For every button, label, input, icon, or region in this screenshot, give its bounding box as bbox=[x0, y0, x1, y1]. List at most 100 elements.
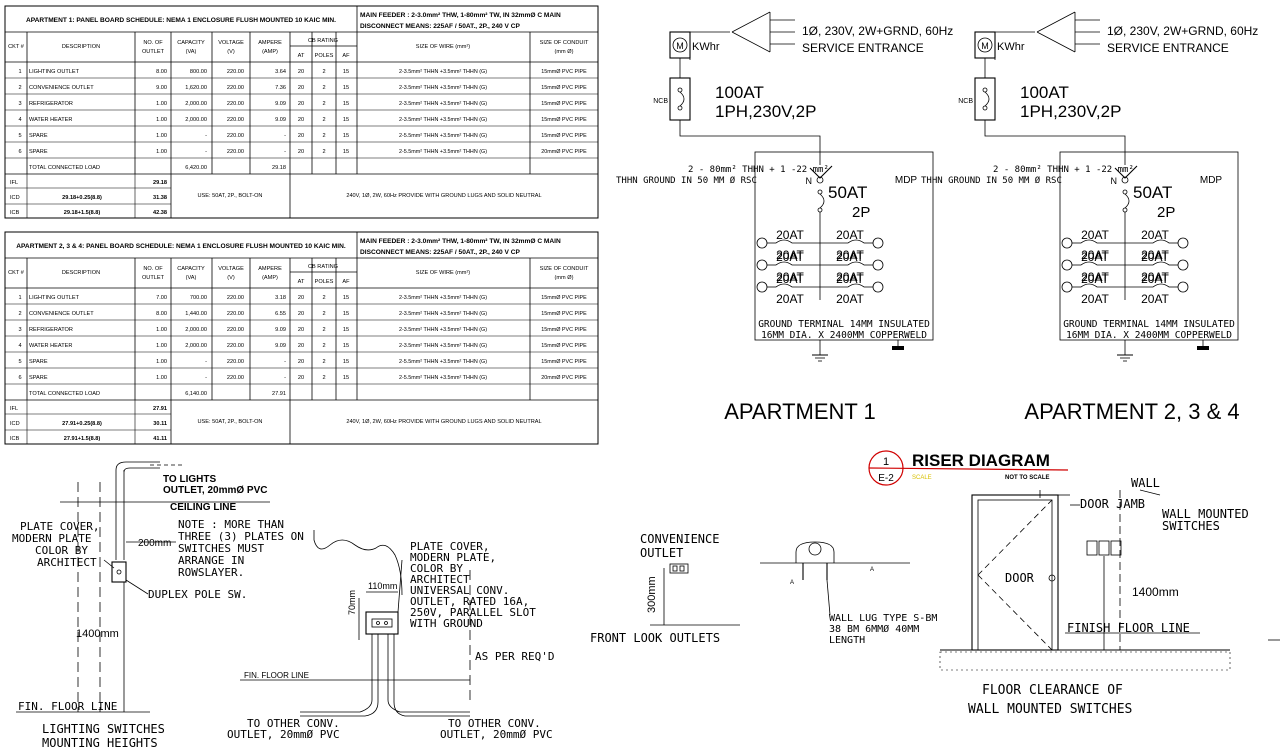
row-ampere: 3.18 bbox=[275, 295, 286, 301]
plates-note-5: ROWSLAYER. bbox=[178, 566, 244, 579]
lighting-switches-title-1: LIGHTING SWITCHES bbox=[42, 722, 165, 736]
riser-diagram-title-block: 1 E-2 RISER DIAGRAM SCALE NOT TO SCALE bbox=[868, 450, 1069, 486]
row-description: SPARE bbox=[29, 133, 48, 139]
icb-value: 41.11 bbox=[153, 436, 167, 442]
row-circuit-number: 5 bbox=[18, 359, 21, 365]
row-wire: 2-5.5mm² THHN +3.5mm² THHN (G) bbox=[399, 375, 487, 381]
dimension-300mm: 300mm bbox=[646, 576, 658, 613]
main-breaker-rating: 100AT bbox=[715, 83, 764, 102]
row-conduit: 15mmØ PVC PIPE bbox=[541, 101, 587, 107]
row-conduit: 15mmØ PVC PIPE bbox=[541, 327, 587, 333]
header-voltage-2: (V) bbox=[227, 49, 235, 55]
svg-text:A: A bbox=[870, 567, 874, 573]
row-af: 15 bbox=[343, 311, 349, 317]
row-description: LIGHTING OUTLET bbox=[29, 69, 80, 75]
row-conduit: 15mmØ PVC PIPE bbox=[541, 85, 587, 91]
row-poles: 2 bbox=[322, 101, 325, 107]
plate-cover-note-2: MODERN PLATE bbox=[12, 532, 91, 545]
header-ampere-2: (AMP) bbox=[262, 49, 278, 55]
row-circuit-number: 1 bbox=[18, 295, 21, 301]
row-description: CONVENIENCE OUTLET bbox=[29, 311, 94, 317]
row-outlets: 1.00 bbox=[156, 133, 167, 139]
branch-breaker-right-3: 20AT bbox=[1141, 272, 1169, 286]
header-ampere-1: AMPERE bbox=[258, 266, 282, 272]
schedule-title: APARTMENT 2, 3 & 4: PANEL BOARD SCHEDULE… bbox=[16, 243, 346, 250]
header-wire-size: SIZE OF WIRE (mm²) bbox=[416, 44, 471, 50]
dimension-200mm: 200mm bbox=[138, 538, 171, 549]
row-wire: 2-3.5mm² THHN +3.5mm² THHN (G) bbox=[399, 295, 487, 301]
branch-breaker-left-2: 20AT bbox=[776, 248, 804, 262]
row-outlets: 8.00 bbox=[156, 69, 167, 75]
fin-floor-line-label: FIN. FLOOR LINE bbox=[18, 700, 117, 713]
header-ckt: CKT # bbox=[8, 270, 25, 276]
header-conduit-2: (mm Ø) bbox=[555, 275, 574, 281]
feeder-spec-2: THHN GROUND IN 50 MM Ø RSC bbox=[921, 175, 1062, 186]
row-af: 15 bbox=[343, 375, 349, 381]
total-ampere: 27.91 bbox=[272, 391, 286, 397]
row-at: 20 bbox=[298, 101, 304, 107]
ifl-label: IFL bbox=[10, 406, 18, 412]
to-lights-label: TO LIGHTS bbox=[163, 474, 216, 485]
row-conduit: 15mmØ PVC PIPE bbox=[541, 359, 587, 365]
icd-label: ICD bbox=[10, 421, 20, 427]
front-look-outlets-title: FRONT LOOK OUTLETS bbox=[590, 631, 720, 645]
finish-floor-line-label: FINISH FLOOR LINE bbox=[1067, 621, 1190, 635]
header-ampere-2: (AMP) bbox=[262, 275, 278, 281]
ifl-value: 27.91 bbox=[153, 406, 167, 412]
system-note: 240V, 1Ø, 2W, 60Hz PROVIDE WITH GROUND L… bbox=[346, 193, 541, 199]
ground-terminal-label-1: GROUND TERMINAL 14MM INSULATED bbox=[1063, 319, 1235, 330]
row-outlets: 1.00 bbox=[156, 343, 167, 349]
to-other-conv-a-2: OUTLET, 20mmØ PVC bbox=[227, 728, 340, 741]
row-circuit-number: 3 bbox=[18, 327, 21, 333]
row-outlets: 1.00 bbox=[156, 149, 167, 155]
row-af: 15 bbox=[343, 149, 349, 155]
ncb-label: NCB bbox=[958, 98, 973, 105]
panel-schedule-apartment-1: APARTMENT 1: PANEL BOARD SCHEDULE: NEMA … bbox=[4, 5, 599, 219]
row-outlets: 1.00 bbox=[156, 117, 167, 123]
row-conduit: 20mmØ PVC PIPE bbox=[541, 149, 587, 155]
row-poles: 2 bbox=[322, 343, 325, 349]
svg-text:A: A bbox=[790, 580, 794, 586]
branch-breaker-right-2: 20AT bbox=[1141, 250, 1169, 264]
row-poles: 2 bbox=[322, 133, 325, 139]
row-outlets: 1.00 bbox=[156, 101, 167, 107]
row-at: 20 bbox=[298, 327, 304, 333]
row-wire: 2-5.5mm² THHN +3.5mm² THHN (G) bbox=[399, 133, 487, 139]
icb-formula: 27.91+1.5(8.8) bbox=[64, 436, 101, 442]
icd-formula: 29.18+0.25(8.8) bbox=[62, 195, 102, 201]
universal-conv-label-3: 250V, PARALLEL SLOT bbox=[410, 606, 536, 619]
main-breaker-spec: 1PH,230V,2P bbox=[1020, 102, 1121, 121]
plates-note-2: THREE (3) PLATES ON bbox=[178, 530, 304, 543]
header-af: AF bbox=[342, 53, 350, 59]
header-poles: POLES bbox=[315, 279, 334, 285]
feeder-spec-1: 2 - 80mm² THHN + 1 -22 mm² bbox=[993, 165, 1134, 175]
branch-breaker-left-1: 20AT bbox=[776, 228, 804, 242]
row-outlets: 9.00 bbox=[156, 85, 167, 91]
row-poles: 2 bbox=[322, 375, 325, 381]
header-cb-rating: CB RATING bbox=[308, 264, 338, 270]
row-description: LIGHTING OUTLET bbox=[29, 295, 80, 301]
service-entrance-label: SERVICE ENTRANCE bbox=[802, 41, 924, 55]
header-capacity-2: (VA) bbox=[186, 275, 197, 281]
system-note: 240V, 1Ø, 2W, 60Hz PROVIDE WITH GROUND L… bbox=[346, 419, 541, 425]
header-outlet-1: NO. OF bbox=[143, 266, 163, 272]
universal-conv-label-4: WITH GROUND bbox=[410, 617, 483, 630]
dimension-1400mm-b: 1400mm bbox=[1132, 585, 1179, 599]
to-other-conv-b-2: OUTLET, 20mmØ PVC bbox=[440, 728, 553, 741]
row-at: 20 bbox=[298, 85, 304, 91]
branch-breaker-right-3: 20AT bbox=[836, 270, 864, 284]
convenience-outlet-label-1: CONVENIENCE bbox=[640, 532, 719, 546]
row-ampere: - bbox=[284, 149, 286, 155]
row-capacity: 2,000.00 bbox=[185, 117, 207, 123]
icb-label: ICB bbox=[10, 210, 20, 216]
plate-cover-label-2: PLATE COVER, bbox=[410, 540, 489, 553]
row-af: 15 bbox=[343, 69, 349, 75]
branch-breaker-left-2: 20AT bbox=[776, 250, 804, 264]
row-af: 15 bbox=[343, 359, 349, 365]
header-description: DESCRIPTION bbox=[62, 44, 100, 50]
branch-breaker-left-4: 20AT bbox=[776, 292, 804, 306]
row-circuit-number: 4 bbox=[18, 117, 21, 123]
row-poles: 2 bbox=[322, 85, 325, 91]
header-outlet-2: OUTLET bbox=[142, 275, 165, 281]
dimension-70mm: 70mm bbox=[347, 590, 357, 615]
